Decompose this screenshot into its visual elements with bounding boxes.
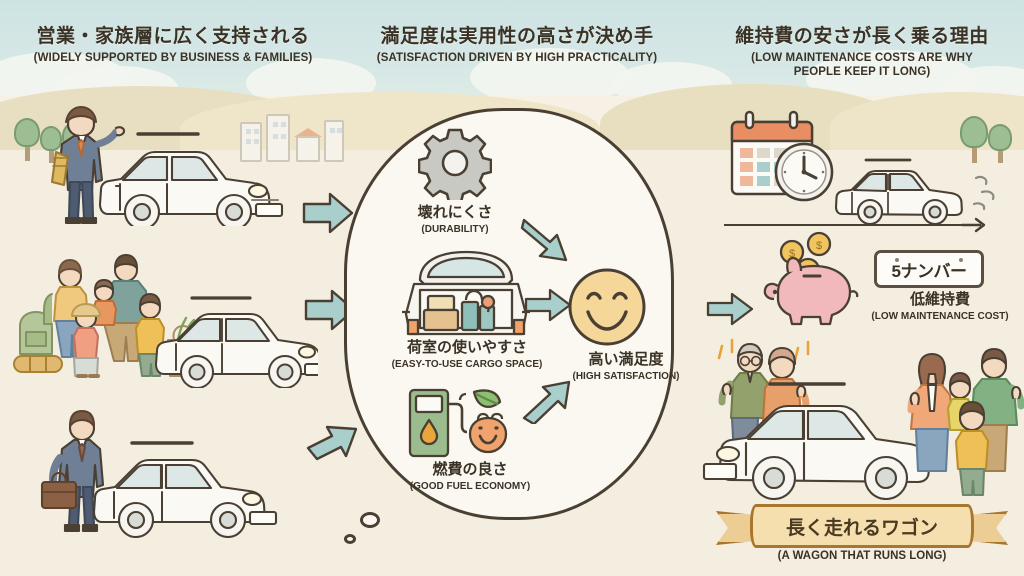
piggy-bank-icon: $ $ $ — [763, 231, 859, 326]
open-trunk-icon — [402, 250, 530, 336]
header-right: 維持費の安さが長く乗る理由 (LOW MAINTENANCE COSTS ARE… — [700, 26, 1024, 80]
cargo-en: (EASY-TO-USE CARGO SPACE) — [391, 358, 543, 370]
arrow-right-icon — [304, 289, 356, 331]
durability-en: (DURABILITY) — [421, 223, 489, 235]
arrow-down-right-icon — [520, 218, 568, 262]
header-right-en-1: (LOW MAINTENANCE COSTS ARE WHY — [751, 51, 973, 64]
header-right-en-2: PEOPLE KEEP IT LONG) — [793, 66, 931, 79]
banner-text-en: (A WAGON THAT RUNS LONG) — [777, 550, 947, 562]
header-left: 営業・家族層に広く支持される (WIDELY SUPPORTED BY BUSI… — [8, 26, 338, 65]
scene-family-with-wagon — [13, 254, 318, 388]
thought-bubble-dot — [344, 534, 356, 544]
header-center: 満足度は実用性の高さが決め手 (SATISFACTION DRIVEN BY H… — [352, 26, 682, 65]
timeline-line — [724, 224, 974, 226]
tree-icon — [960, 116, 988, 163]
bubble-result-satisfaction: 高い満足度 (HIGH SATISFACTION) — [548, 351, 704, 383]
satisfaction-jp: 高い満足度 — [588, 351, 664, 368]
house-shape — [296, 136, 320, 162]
clock-icon — [774, 142, 834, 202]
license-plate-text: 5ナンバー — [891, 261, 967, 281]
tree-icon — [988, 124, 1012, 163]
low-maintenance-jp: 低維持費 — [909, 291, 970, 308]
svg-text:$: $ — [816, 240, 822, 252]
building-shape — [240, 122, 262, 162]
header-left-en: (WIDELY SUPPORTED BY BUSINESS & FAMILIES… — [33, 51, 313, 64]
bubble-item-durability: 壊れにくさ (DURABILITY) — [390, 204, 520, 236]
license-plate: 5ナンバー — [874, 250, 984, 288]
bubble-item-fuel: 燃費の良さ (GOOD FUEL ECONOMY) — [390, 461, 550, 493]
arrow-right-icon — [706, 292, 754, 326]
banner-body: 長く走れるワゴン — [750, 504, 974, 548]
bubble-item-cargo: 荷室の使いやすさ (EASY-TO-USE CARGO SPACE) — [356, 339, 578, 371]
arrow-up-right-icon — [306, 425, 358, 461]
fuel-en: (GOOD FUEL ECONOMY) — [409, 480, 531, 492]
timeline-arrow-icon — [960, 217, 986, 233]
cargo-jp: 荷室の使いやすさ — [406, 339, 527, 356]
smiley-face-icon — [568, 268, 646, 346]
thought-bubble-dot — [360, 512, 380, 528]
fuel-jp: 燃費の良さ — [432, 461, 508, 478]
header-center-en: (SATISFACTION DRIVEN BY HIGH PRACTICALIT… — [376, 51, 658, 64]
bottom-banner: 長く走れるワゴン — [716, 504, 1008, 548]
svg-text:$: $ — [789, 248, 795, 260]
building-shape — [266, 114, 290, 162]
banner-text-jp: 長く走れるワゴン — [785, 517, 938, 539]
arrow-right-icon — [302, 192, 354, 234]
building-shape — [324, 120, 344, 162]
fuel-pump-leaf-coinpurse-icon — [408, 388, 508, 458]
gear-icon — [418, 128, 492, 200]
header-left-jp: 営業・家族層に広く支持される — [36, 26, 310, 47]
arrow-up-right-icon — [522, 380, 571, 424]
scene-elderly-couple-and-family-with-wagon — [702, 338, 1024, 500]
header-center-jp: 満足度は実用性の高さが決め手 — [380, 26, 654, 47]
scene-businessman-with-wagon — [40, 409, 278, 538]
tree-icon — [40, 126, 62, 163]
scene-salesman-with-wagon — [50, 105, 284, 226]
low-maintenance-en: (LOW MAINTENANCE COST) — [871, 310, 1009, 322]
tree-icon — [14, 118, 40, 161]
satisfaction-en: (HIGH SATISFACTION) — [572, 370, 680, 382]
durability-jp: 壊れにくさ — [417, 204, 493, 221]
wagon-side-view-icon — [834, 158, 995, 226]
house-roof — [294, 128, 322, 137]
arrow-right-icon — [524, 288, 572, 322]
header-right-jp: 維持費の安さが長く乗る理由 — [735, 26, 989, 47]
low-maintenance-label: 低維持費 (LOW MAINTENANCE COST) — [860, 291, 1020, 323]
